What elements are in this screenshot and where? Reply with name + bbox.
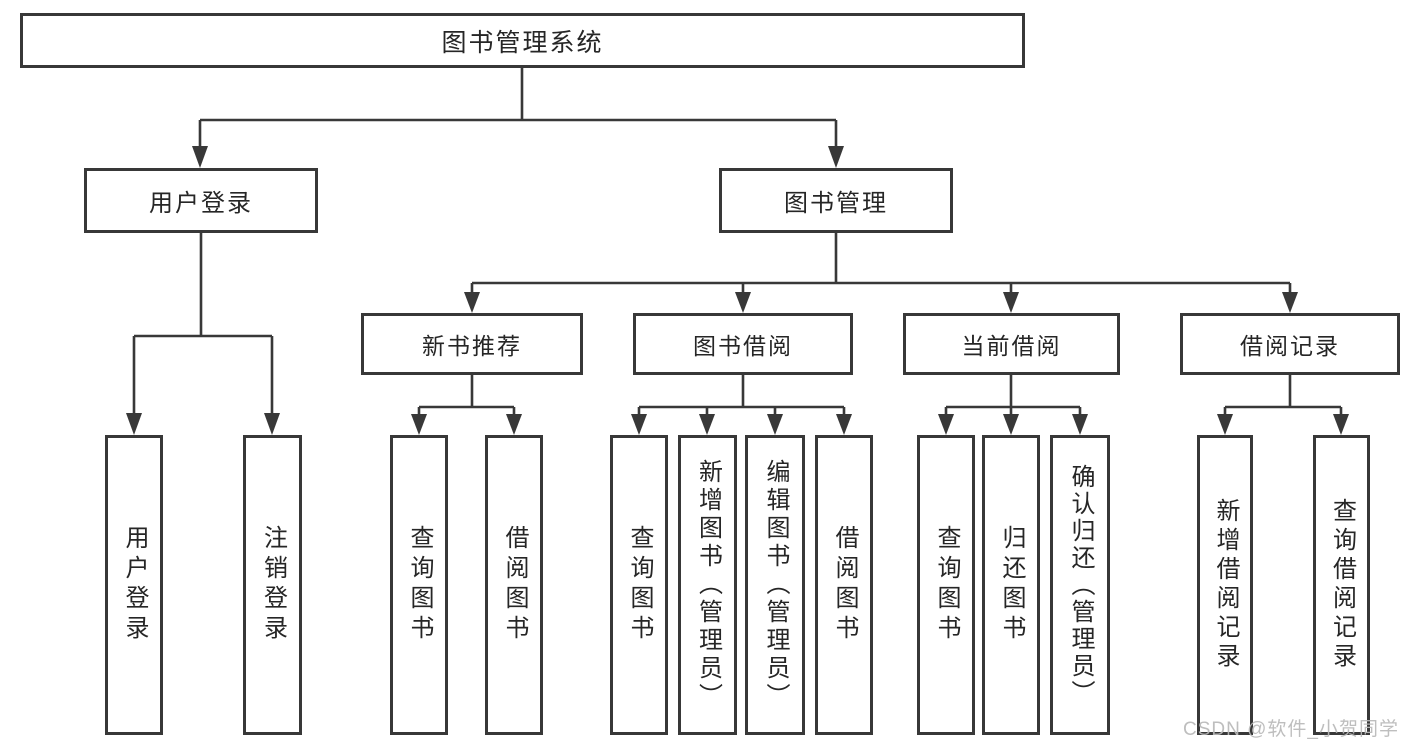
csdn-watermark: CSDN @软件_小贺同学	[1183, 719, 1399, 740]
arrowheads	[126, 146, 1349, 435]
leaf-query-borrow-record: 查询借阅记录	[1313, 435, 1370, 735]
node-borrowing-records: 借阅记录	[1180, 313, 1400, 375]
arrow-shafts	[132, 120, 1343, 417]
leaf-query-book-current: 查询图书	[917, 435, 975, 735]
node-current-borrowing: 当前借阅	[903, 313, 1120, 375]
node-system-root: 图书管理系统	[20, 13, 1025, 68]
leaf-user-login: 用户登录	[105, 435, 163, 735]
node-user-login: 用户登录	[84, 168, 318, 233]
node-book-management: 图书管理	[719, 168, 953, 233]
leaf-return-book: 归还图书	[982, 435, 1040, 735]
node-book-borrowing: 图书借阅	[633, 313, 853, 375]
node-new-book-recommend: 新书推荐	[361, 313, 583, 375]
leaf-add-borrow-record: 新增借阅记录	[1197, 435, 1253, 735]
leaf-query-book-recommend: 查询图书	[390, 435, 448, 735]
connector-path	[134, 68, 1341, 409]
leaf-confirm-return-admin: 确认归还（管理员）	[1050, 435, 1110, 735]
leaf-edit-book-admin: 编辑图书（管理员）	[745, 435, 805, 735]
leaf-logout: 注销登录	[243, 435, 302, 735]
leaf-query-book-borrowing: 查询图书	[610, 435, 668, 735]
leaf-borrow-book-borrowing: 借阅图书	[815, 435, 873, 735]
leaf-add-book-admin: 新增图书（管理员）	[678, 435, 737, 735]
leaf-borrow-book-recommend: 借阅图书	[485, 435, 543, 735]
